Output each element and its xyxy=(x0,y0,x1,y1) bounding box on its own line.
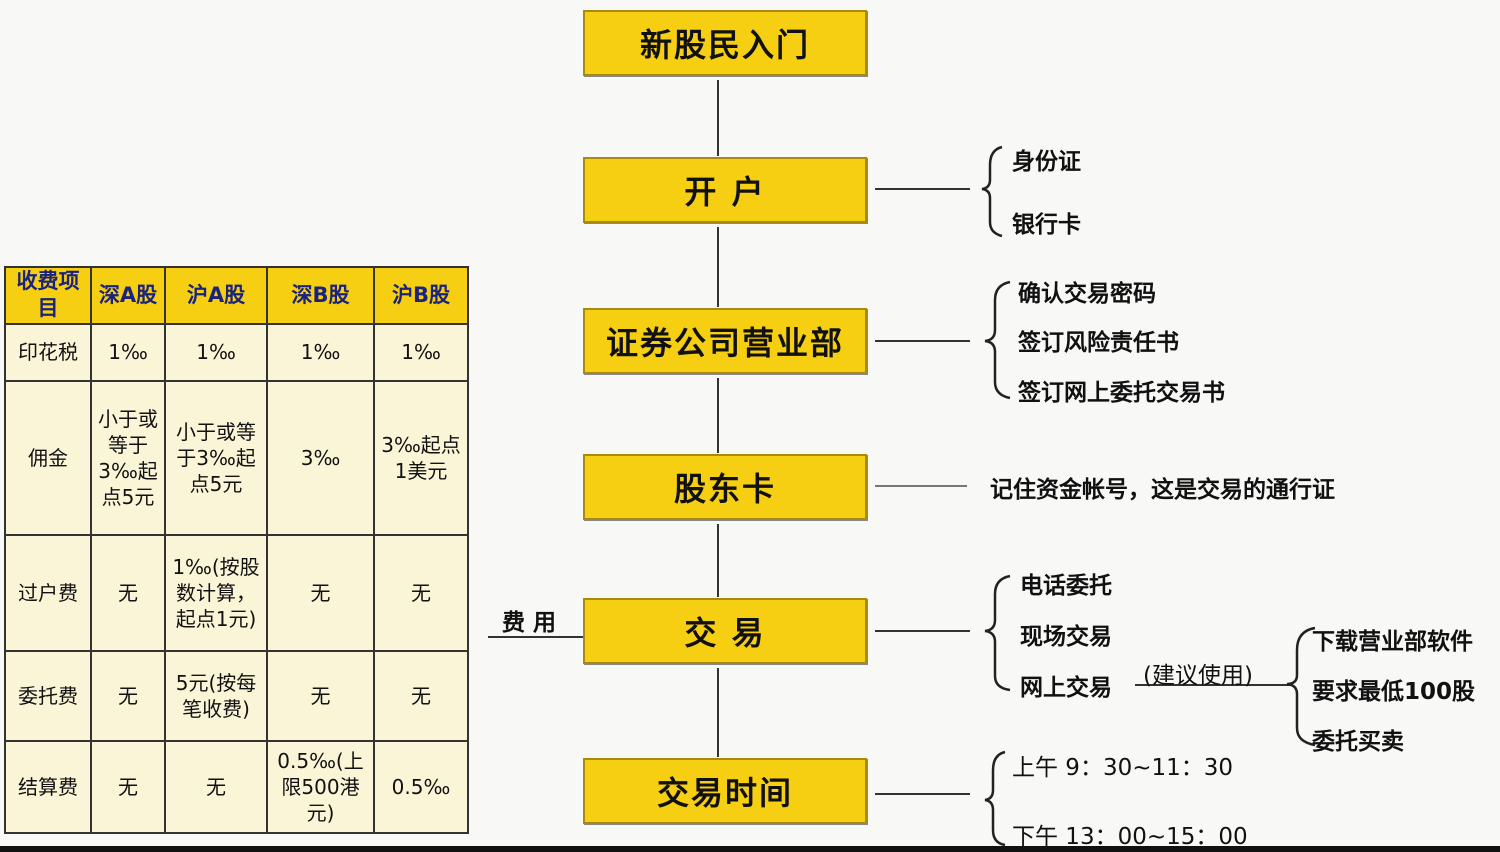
recommended-note: (建议使用) xyxy=(1143,663,1253,689)
trading-method: 现场交易 xyxy=(1020,624,1112,650)
step-open-account: 开 户 xyxy=(583,157,867,223)
table-cell: 无 xyxy=(90,649,166,742)
requirement-text: 银行卡 xyxy=(1012,212,1081,238)
connector xyxy=(717,524,719,597)
connector xyxy=(717,227,719,307)
table-cell: 印花税 xyxy=(4,322,92,382)
table-cell: 小于或等于3‰起点5元 xyxy=(90,379,166,536)
trading-hours-morning: 上午 9：30~11：30 xyxy=(1012,755,1234,781)
table-cell: 无 xyxy=(266,649,375,742)
table-cell: 3‰起点1美元 xyxy=(373,379,469,536)
table-cell: 1‰ xyxy=(90,322,166,382)
table-header-row: 收费项目 深A股 沪A股 深B股 沪B股 xyxy=(4,266,469,325)
table-cell: 无 xyxy=(266,533,375,652)
table-cell: 5元(按每笔收费) xyxy=(164,649,268,742)
column-header: 深B股 xyxy=(266,266,375,325)
table-cell: 无 xyxy=(373,649,469,742)
column-header: 收费项目 xyxy=(4,266,92,325)
fees-label: 费 用 xyxy=(502,610,557,636)
table-cell: 3‰ xyxy=(266,379,375,536)
requirement-text: 签订风险责任书 xyxy=(1018,330,1179,356)
step-label: 股东卡 xyxy=(673,470,776,508)
requirement-text: 签订网上委托交易书 xyxy=(1018,380,1225,406)
connector xyxy=(875,793,970,795)
table-cell: 小于或等于3‰起点5元 xyxy=(164,379,268,536)
table-cell: 无 xyxy=(164,739,268,834)
online-step: 下载营业部软件 xyxy=(1312,629,1473,655)
bottom-bar xyxy=(0,846,1500,852)
connector xyxy=(1135,684,1290,686)
connector xyxy=(717,80,719,156)
table-cell: 0.5‰(上限500港元) xyxy=(266,739,375,834)
step-label: 开 户 xyxy=(684,173,766,211)
column-header: 沪A股 xyxy=(164,266,268,325)
connector xyxy=(717,378,719,453)
step-label: 证券公司营业部 xyxy=(605,324,844,362)
table-cell: 1‰ xyxy=(266,322,375,382)
online-step: 委托买卖 xyxy=(1312,729,1404,755)
step-broker: 证券公司营业部 xyxy=(583,308,867,374)
table-cell: 无 xyxy=(90,739,166,834)
requirement-text: 确认交易密码 xyxy=(1018,281,1156,307)
connector xyxy=(875,630,970,632)
step-label: 交易时间 xyxy=(656,774,793,812)
trading-hours-afternoon: 下午 13：00~15：00 xyxy=(1012,824,1248,850)
table-cell: 委托费 xyxy=(4,649,92,742)
connector xyxy=(875,188,970,190)
requirement-text: 身份证 xyxy=(1012,149,1081,175)
table-cell: 结算费 xyxy=(4,739,92,834)
connector xyxy=(717,668,719,757)
connector xyxy=(488,636,583,638)
column-header: 深A股 xyxy=(90,266,166,325)
connector xyxy=(875,340,970,342)
table-cell: 1‰ xyxy=(373,322,469,382)
trading-method: 网上交易 xyxy=(1020,675,1112,701)
step-new-investor: 新股民入门 xyxy=(583,10,867,76)
table-cell: 佣金 xyxy=(4,379,92,536)
step-label: 交 易 xyxy=(684,614,766,652)
table-cell: 无 xyxy=(373,533,469,652)
table-cell: 1‰(按股数计算，起点1元) xyxy=(164,533,268,652)
step-shareholder-card: 股东卡 xyxy=(583,454,867,520)
connector xyxy=(875,485,967,487)
step-trading-hours: 交易时间 xyxy=(583,758,867,824)
step-label: 新股民入门 xyxy=(639,26,810,64)
table-cell: 1‰ xyxy=(164,322,268,382)
table-cell: 0.5‰ xyxy=(373,739,469,834)
shareholder-card-note: 记住资金帐号，这是交易的通行证 xyxy=(990,477,1335,503)
online-step: 要求最低100股 xyxy=(1312,679,1476,705)
table-cell: 无 xyxy=(90,533,166,652)
trading-method: 电话委托 xyxy=(1020,573,1112,599)
column-header: 沪B股 xyxy=(373,266,469,325)
table-cell: 过户费 xyxy=(4,533,92,652)
step-trading: 交 易 xyxy=(583,598,867,664)
